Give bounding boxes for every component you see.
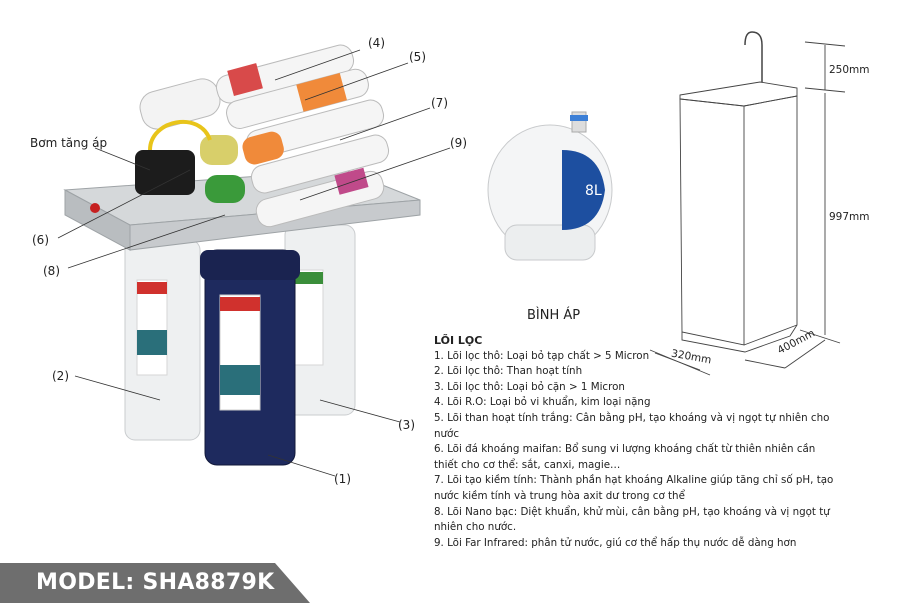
booster-pump [135,150,195,195]
power-light-icon [90,203,100,213]
callout-2: (2) [52,369,69,383]
filter-item: 9. Lõi Far Infrared: phân tử nước, giú c… [434,536,797,549]
filter-item: 5. Lõi than hoạt tính trắng: Cân bằng pH… [434,411,830,440]
filter-item: 3. Lõi lọc thô: Loại bỏ cặn > 1 Micron [434,380,625,393]
callout-9: (9) [450,136,467,150]
filter-housing-2 [124,239,201,441]
callout-1: (1) [334,472,351,486]
model-text: MODEL: SHA8879K [36,570,275,595]
dim-height: 997mm [829,211,870,223]
filter-item: 2. Lõi lọc thô: Than hoạt tính [434,365,583,378]
filter-item: 8. Lõi Nano bạc: Diệt khuẩn, khử mùi, câ… [434,505,830,534]
callout-pump: Bơm tăng áp [30,136,108,150]
callout-5: (5) [409,50,426,64]
inline-filters [135,44,390,228]
model-banner: MODEL: SHA8879K [0,563,310,603]
filter-list-title: LÕI LỌC [434,334,483,347]
callout-lines [57,49,451,477]
filter-item: 4. Lõi R.O: Loại bỏ vi khuẩn, kim loại n… [434,396,651,409]
filter-item: 7. Lõi tạo kiềm tính: Thành phần hạt kho… [434,474,834,502]
callout-3: (3) [398,418,415,432]
pressure-tank: 8L [487,111,613,261]
filter-list: LÕI LỌC 1. Lõi lọc thô: Loại bỏ tạp chất… [434,333,834,551]
filter-housing-1 [200,249,300,466]
callout-4: (4) [368,36,385,50]
tank-label: BÌNH ÁP [527,308,581,323]
filter-item: 1. Lõi lọc thô: Loại bỏ tạp chất > 5 Mic… [434,349,650,362]
tank-capacity-text: 8L [585,183,602,199]
callout-8: (8) [43,264,60,278]
callout-7: (7) [431,96,448,110]
cabinet-line-drawing [649,31,846,376]
callout-6: (6) [32,233,49,247]
filter-item: 6. Lõi đá khoáng maifan: Bổ sung vi lượn… [434,443,816,471]
dim-faucet: 250mm [829,64,870,76]
